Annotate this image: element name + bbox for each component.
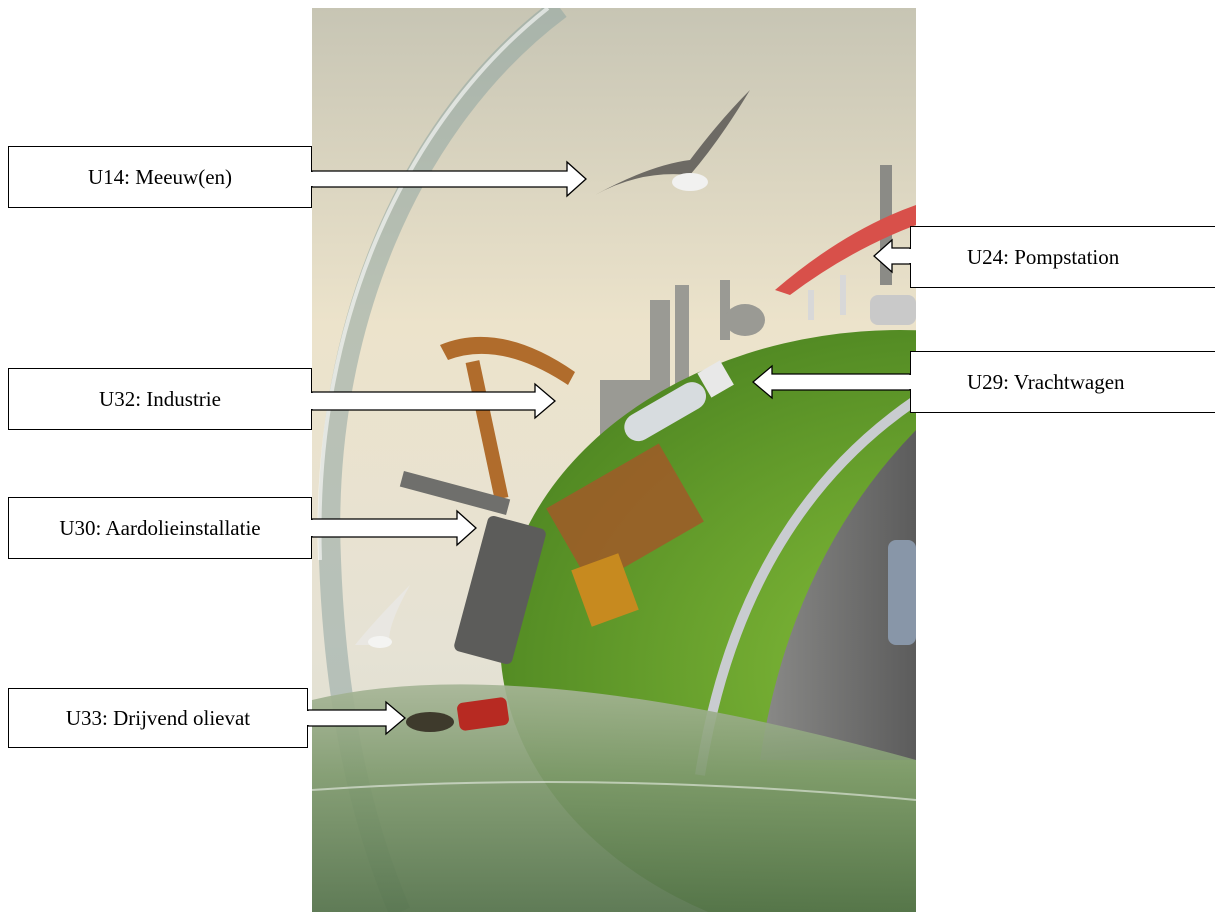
guard-rail — [695, 395, 916, 776]
road — [760, 430, 916, 760]
label-u29: U29: Vrachtwagen — [910, 351, 1215, 413]
seagull-lower — [355, 585, 410, 648]
label-u30: U30: Aardolieinstallatie — [8, 497, 312, 559]
floating-oil-barrel — [406, 697, 509, 732]
label-u24: U24: Pompstation — [910, 226, 1215, 288]
label-u32: U32: Industrie — [8, 368, 312, 430]
car — [888, 540, 916, 645]
tanker-truck — [624, 360, 734, 442]
seagull-flying — [595, 90, 750, 195]
water — [312, 684, 916, 912]
oil-installation — [399, 471, 546, 665]
label-u14: U14: Meeuw(en) — [8, 146, 312, 208]
label-u33: U33: Drijvend olievat — [8, 688, 308, 748]
gas-station — [775, 205, 916, 325]
